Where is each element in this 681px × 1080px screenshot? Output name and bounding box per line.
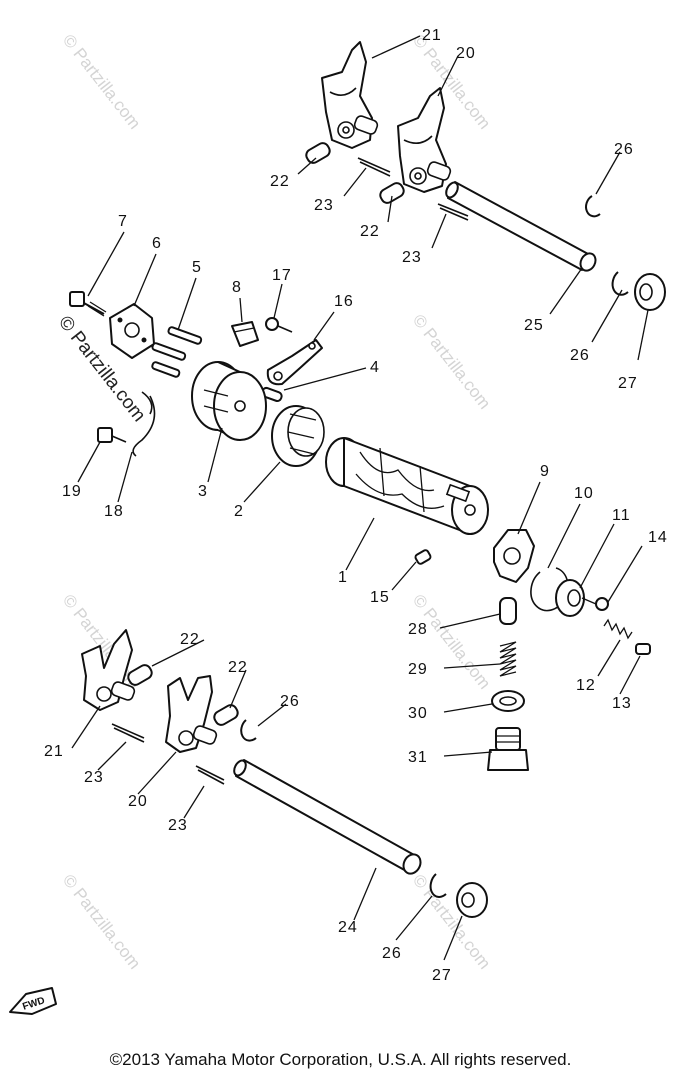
callout-28: 28 <box>408 621 428 638</box>
shift-fork-20-upper <box>397 87 452 193</box>
callout-labels: 21 20 26 22 23 22 23 25 26 27 7 6 5 8 17… <box>44 27 668 984</box>
callout-22: 22 <box>270 173 290 190</box>
callout-14: 14 <box>648 529 668 546</box>
shift-star-9 <box>493 529 535 583</box>
callout-8: 8 <box>232 279 242 296</box>
screw-14 <box>581 597 609 611</box>
callout-5: 5 <box>192 259 202 276</box>
callout-10: 10 <box>574 485 594 502</box>
callout-20: 20 <box>456 45 476 62</box>
callout-26: 26 <box>614 141 634 158</box>
lower-shift-fork-shaft-assembly <box>81 629 488 918</box>
cotter-pin-23-d <box>195 765 225 785</box>
cotter-pin-23-c <box>111 723 145 743</box>
cotter-pin-23-a <box>357 157 391 177</box>
spring-12 <box>603 618 633 640</box>
plug-13 <box>635 643 651 655</box>
callout-23: 23 <box>314 197 334 214</box>
callout-25: 25 <box>524 317 544 334</box>
bolt-7 <box>69 291 107 317</box>
washer-11 <box>555 579 585 617</box>
shift-drum-1 <box>325 437 489 535</box>
circlip-26-mid <box>240 719 257 742</box>
callout-4: 4 <box>370 359 380 376</box>
leader-lines <box>71 35 649 961</box>
callout-13: 13 <box>612 695 632 712</box>
cotter-pin-23-b <box>437 203 469 221</box>
callout-7: 7 <box>118 213 128 230</box>
stopper-lever-16 <box>266 339 323 386</box>
circlip-26-right <box>611 271 629 296</box>
callout-21: 21 <box>422 27 442 44</box>
dowel-pins-5 <box>151 326 203 378</box>
callout-24: 24 <box>338 919 358 936</box>
shift-cam-3 <box>191 361 267 441</box>
shift-fork-shaft-25 <box>445 181 597 272</box>
fwd-direction-arrow: FWD <box>9 987 57 1015</box>
callout-23: 23 <box>168 817 188 834</box>
upper-shift-fork-shaft-assembly <box>305 41 666 311</box>
watermark: © Partzilla.com <box>59 871 145 973</box>
callout-6: 6 <box>152 235 162 252</box>
callout-3: 3 <box>198 483 208 500</box>
callout-26: 26 <box>382 945 402 962</box>
callout-26: 26 <box>280 693 300 710</box>
callout-27: 27 <box>618 375 638 392</box>
callout-17: 17 <box>272 267 292 284</box>
detent-spring-29 <box>499 641 517 677</box>
callout-29: 29 <box>408 661 428 678</box>
callout-19: 19 <box>62 483 82 500</box>
bearing-2 <box>271 405 325 467</box>
side-plate-8 <box>231 321 259 347</box>
callout-23: 23 <box>402 249 422 266</box>
bolt-19 <box>97 427 127 443</box>
callout-15: 15 <box>370 589 390 606</box>
callout-9: 9 <box>540 463 550 480</box>
collar-27-upper <box>634 273 666 311</box>
circlip-26-upper <box>585 195 601 218</box>
guide-pin-22-d <box>213 704 239 726</box>
callout-16: 16 <box>334 293 354 310</box>
detent-pin-28 <box>499 597 517 625</box>
wire-clip-18 <box>132 391 156 457</box>
stopper-plate-6 <box>109 303 155 359</box>
callout-21: 21 <box>44 743 64 760</box>
callout-12: 12 <box>576 677 596 694</box>
callout-1: 1 <box>338 569 348 586</box>
callout-20: 20 <box>128 793 148 810</box>
callout-26: 26 <box>570 347 590 364</box>
guide-pin-22-c <box>127 664 153 686</box>
callout-18: 18 <box>104 503 124 520</box>
callout-27: 27 <box>432 967 452 984</box>
watermark: © Partzilla.com <box>409 311 495 413</box>
callout-30: 30 <box>408 705 428 722</box>
callout-23: 23 <box>84 769 104 786</box>
shift-cam-assembly <box>69 291 651 771</box>
guide-pin-22-a <box>305 142 331 164</box>
callout-22: 22 <box>228 659 248 676</box>
shift-fork-21-lower <box>81 629 136 711</box>
callout-11: 11 <box>612 507 631 524</box>
guide-pin-22-b <box>379 182 405 204</box>
plug-bolt-31 <box>487 727 529 771</box>
callout-22: 22 <box>360 223 380 240</box>
shift-fork-shaft-24 <box>233 759 422 875</box>
callout-2: 2 <box>234 503 244 520</box>
callout-31: 31 <box>408 749 428 766</box>
collar-27-lower <box>456 882 488 918</box>
circlip-26-lower <box>429 873 447 898</box>
copyright-notice: ©2013 Yamaha Motor Corporation, U.S.A. A… <box>109 1050 572 1069</box>
pin-15 <box>414 549 432 565</box>
shift-fork-21-upper <box>321 41 379 149</box>
screw-17 <box>265 317 293 333</box>
washer-30 <box>491 690 525 712</box>
watermark: © Partzilla.com <box>59 31 145 133</box>
shift-fork-20-lower <box>165 675 218 753</box>
callout-22: 22 <box>180 631 200 648</box>
